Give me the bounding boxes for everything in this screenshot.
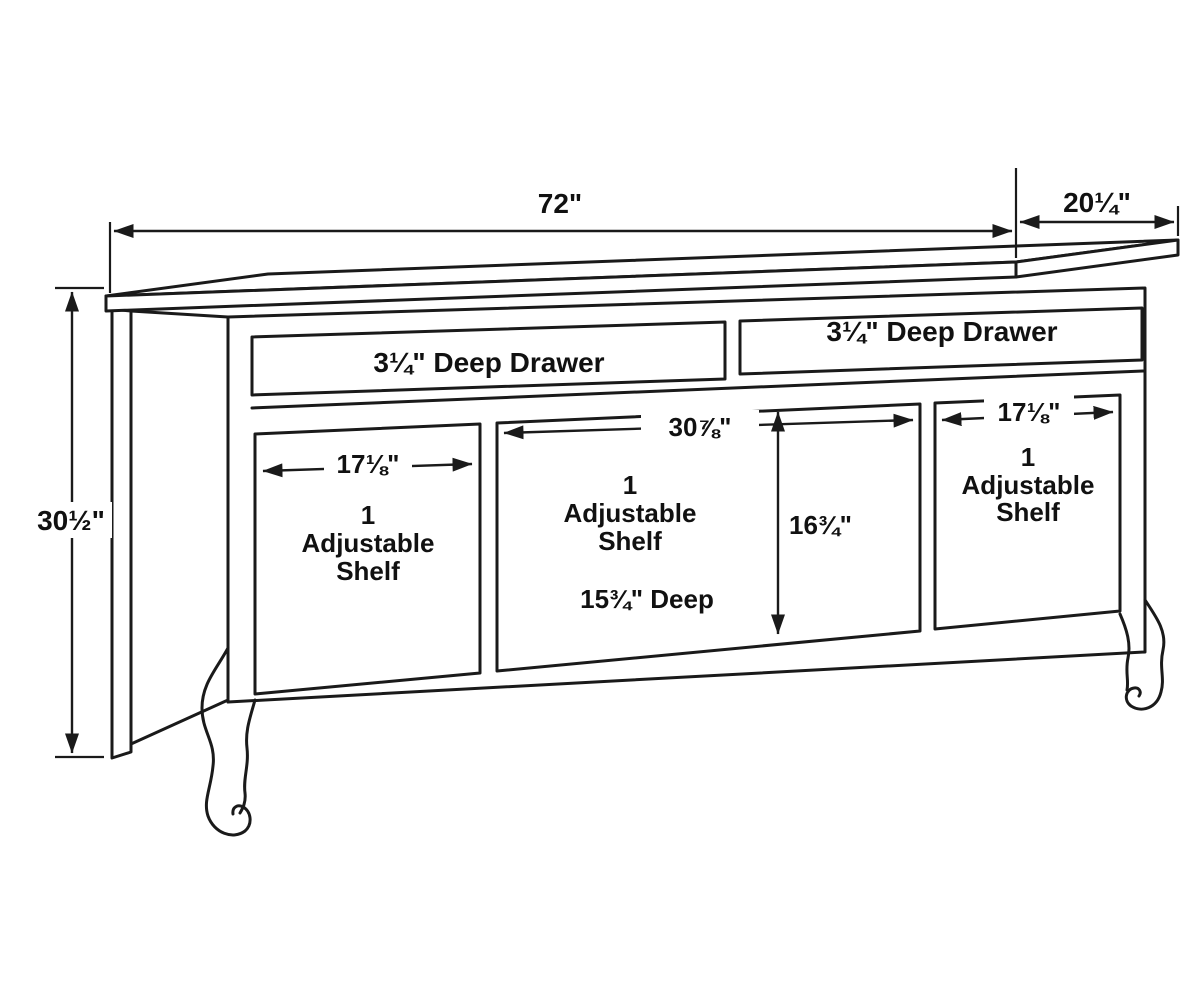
right-drawer-front bbox=[738, 306, 1144, 376]
left-shelf-label-line1: 1 bbox=[361, 500, 375, 530]
right-shelf-label-line3: Shelf bbox=[996, 497, 1060, 527]
left-shelf-label-line3: Shelf bbox=[336, 556, 400, 586]
dimension-annotations: 72" 20¼" 30½" 3¼" Deep Drawer 3¼" Deep D… bbox=[30, 168, 1180, 759]
center-shelf-label-line3: Shelf bbox=[598, 526, 662, 556]
depth-label: 20¼" bbox=[1063, 187, 1131, 218]
width-label: 72" bbox=[538, 188, 582, 219]
back-left-leg bbox=[110, 307, 133, 760]
front-left-leg-inner bbox=[238, 698, 257, 815]
left-drawer-label: 3¼" Deep Drawer bbox=[373, 347, 604, 378]
center-shelf-label-line1: 1 bbox=[623, 470, 637, 500]
height-label-background bbox=[30, 502, 112, 538]
front-right-leg-inner bbox=[1118, 612, 1131, 692]
cabinet-drawing bbox=[104, 238, 1180, 837]
height-label: 30½" bbox=[37, 505, 105, 536]
center-compartment-width-label: 30⅞" bbox=[669, 412, 732, 442]
center-compartment-height-label: 16¾" bbox=[789, 510, 852, 540]
left-drawer-front bbox=[250, 320, 727, 397]
left-compartment-width-label: 17⅛" bbox=[337, 449, 400, 479]
center-compartment-depth-label: 15¾" Deep bbox=[580, 584, 714, 614]
right-drawer-label: 3¼" Deep Drawer bbox=[826, 316, 1057, 347]
center-compartment-width-background bbox=[641, 410, 759, 442]
left-side-panel bbox=[129, 309, 230, 746]
front-right-leg-outer bbox=[1124, 598, 1166, 711]
tabletop-right-edge bbox=[1014, 238, 1180, 279]
right-shelf-label-line1: 1 bbox=[1021, 442, 1035, 472]
drawer-rail-line bbox=[250, 369, 1145, 410]
left-compartment bbox=[253, 422, 482, 696]
center-compartment bbox=[495, 402, 922, 673]
right-compartment-width-label: 17⅛" bbox=[998, 397, 1061, 427]
right-shelf-label-line2: Adjustable bbox=[962, 470, 1095, 500]
left-shelf-label-line2: Adjustable bbox=[302, 528, 435, 558]
center-shelf-label-line2: Adjustable bbox=[564, 498, 697, 528]
left-compartment-width-background bbox=[324, 447, 412, 479]
right-compartment-width-background bbox=[984, 395, 1074, 426]
